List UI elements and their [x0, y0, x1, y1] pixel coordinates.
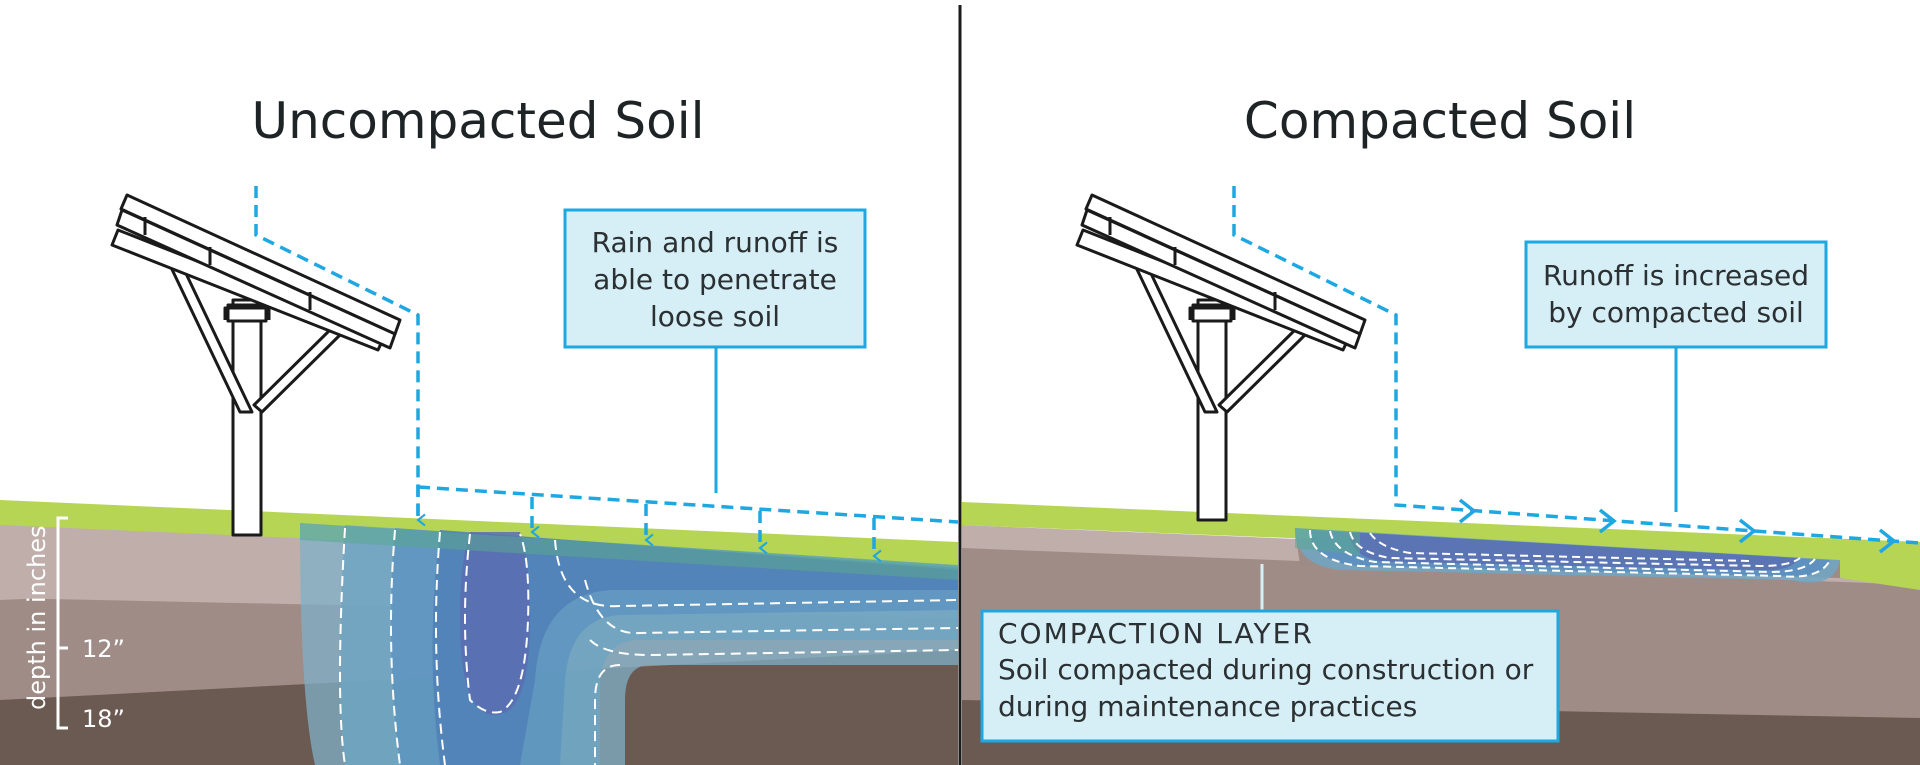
grass-strip	[962, 502, 1920, 590]
rain-runoff-path	[254, 186, 958, 563]
depth-axis-label: depth in inches	[23, 525, 51, 710]
callout-line: Rain and runoff is	[592, 226, 839, 259]
left-panel-title: Uncompacted Soil	[251, 92, 704, 150]
depth-tick-12: 12”	[82, 635, 125, 663]
solar-panel-icon	[1075, 193, 1367, 522]
shallow-water-lens	[1295, 528, 1840, 583]
right-arrow-icon	[1598, 508, 1617, 534]
compaction-layer-callout: COMPACTION LAYER Soil compacted during c…	[980, 564, 1560, 743]
compaction-callout-line: during maintenance practices	[998, 690, 1417, 723]
water-infiltration-plume	[300, 523, 958, 765]
runoff-path	[1232, 186, 1920, 554]
callout-line: Runoff is increased	[1543, 259, 1809, 292]
infiltration-callout: Rain and runoff is able to penetrate loo…	[563, 208, 867, 493]
depth-tick-18: 18”	[82, 705, 125, 733]
right-panel: Runoff is increased by compacted soil CO…	[962, 92, 1920, 765]
callout-line: able to penetrate	[593, 263, 837, 296]
right-arrow-icon	[1738, 518, 1757, 544]
callout-line: loose soil	[650, 300, 780, 333]
compaction-layer-heading: COMPACTION LAYER	[998, 617, 1314, 650]
right-panel-title: Compacted Soil	[1244, 92, 1636, 150]
depth-axis: depth in inches 12” 18”	[23, 516, 125, 733]
runoff-callout: Runoff is increased by compacted soil	[1524, 240, 1828, 512]
solar-panel-icon	[110, 193, 402, 537]
compaction-callout-line: Soil compacted during construction or	[998, 653, 1534, 686]
right-arrow-icon	[1878, 528, 1897, 554]
right-arrow-icon	[1458, 498, 1477, 524]
left-panel: depth in inches 12” 18”	[0, 92, 958, 765]
callout-line: by compacted soil	[1548, 296, 1804, 329]
